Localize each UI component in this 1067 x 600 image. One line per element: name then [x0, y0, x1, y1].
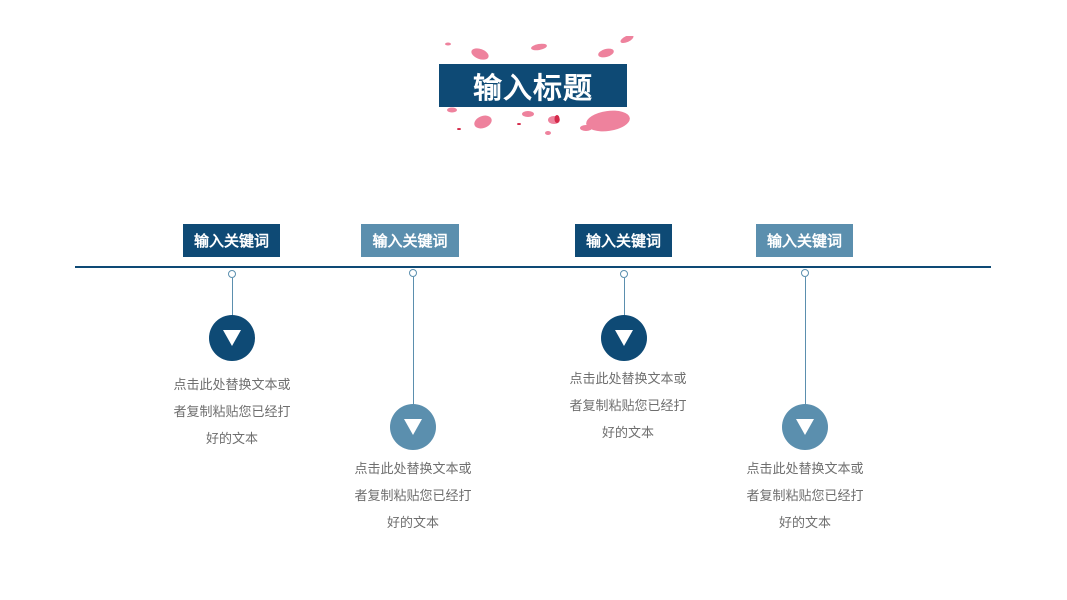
marker-circle: [782, 404, 828, 450]
marker-circle: [390, 404, 436, 450]
keyword-label: 输入关键词: [756, 224, 853, 257]
triangle-down-icon: [404, 419, 422, 435]
description-text: 点击此处替换文本或 者复制粘贴您已经打 好的文本: [354, 462, 472, 531]
triangle-down-icon: [796, 419, 814, 435]
timeline-axis: [75, 266, 991, 268]
description-text: 点击此处替换文本或 者复制粘贴您已经打 好的文本: [173, 378, 291, 447]
timeline-node: [228, 270, 236, 278]
connector-line: [232, 278, 233, 316]
triangle-down-icon: [615, 330, 633, 346]
timeline-node: [409, 269, 417, 277]
keyword-label: 输入关键词: [361, 224, 459, 257]
description-text: 点击此处替换文本或 者复制粘贴您已经打 好的文本: [746, 462, 864, 531]
description-text: 点击此处替换文本或 者复制粘贴您已经打 好的文本: [569, 372, 687, 441]
timeline-node: [620, 270, 628, 278]
keyword-label: 输入关键词: [183, 224, 280, 257]
keyword-label: 输入关键词: [575, 224, 672, 257]
connector-line: [413, 277, 414, 405]
page-title: 输入标题: [439, 64, 627, 107]
triangle-down-icon: [223, 330, 241, 346]
connector-line: [805, 277, 806, 405]
marker-circle: [601, 315, 647, 361]
title-group: 输入标题: [436, 36, 636, 140]
marker-circle: [209, 315, 255, 361]
connector-line: [624, 278, 625, 316]
timeline-node: [801, 269, 809, 277]
petal-decoration: [445, 36, 634, 135]
